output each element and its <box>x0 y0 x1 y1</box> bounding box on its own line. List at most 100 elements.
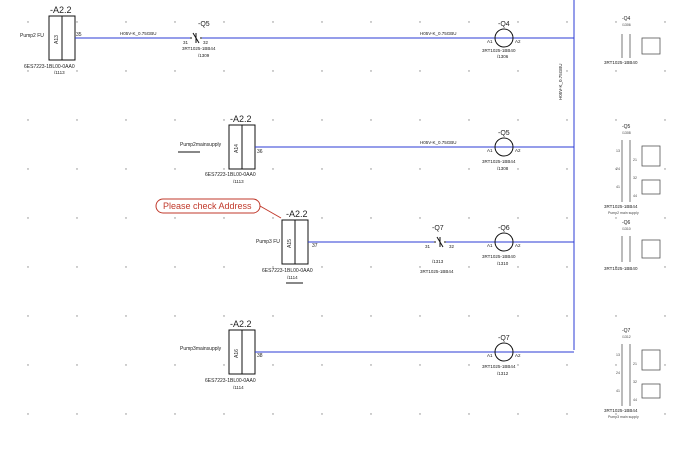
svg-text:32: 32 <box>449 244 455 249</box>
svg-text:31: 31 <box>183 40 189 45</box>
svg-text:3RT1025-1BB44: 3RT1025-1BB44 <box>482 159 516 164</box>
svg-text:A1: A1 <box>487 353 493 358</box>
contact-number: 32 <box>633 380 637 384</box>
contact-q5[interactable]: -Q5 31 32 3RT1025-1BB44 /1309 <box>182 21 216 58</box>
svg-text:Pump3 FU: Pump3 FU <box>256 239 280 245</box>
svg-text:/1310: /1310 <box>497 261 509 266</box>
svg-text:-Q5: -Q5 <box>622 124 631 130</box>
module-part: 6ES7223-1BL00-0AA0 <box>24 64 75 70</box>
svg-text:3RT1025-1BB40: 3RT1025-1BB40 <box>482 48 516 53</box>
contact-number: 24 <box>616 167 620 171</box>
svg-text:-A2.2: -A2.2 <box>230 319 252 329</box>
svg-text:6ES7223-1BL00-0AA0: 6ES7223-1BL00-0AA0 <box>205 172 256 178</box>
contact-ref: /1309 <box>198 53 210 58</box>
svg-text:A2: A2 <box>515 353 521 358</box>
svg-text:A1: A1 <box>487 243 493 248</box>
svg-text:-Q7: -Q7 <box>622 328 631 334</box>
contact-number: 13 <box>616 149 620 153</box>
svg-text:Pump3mainsupply: Pump3mainsupply <box>180 346 222 352</box>
svg-text:H05V-K_0.75GBU: H05V-K_0.75GBU <box>420 140 457 145</box>
svg-text:A16: A16 <box>234 349 240 358</box>
svg-text:A2: A2 <box>515 39 521 44</box>
svg-text:3RT1025-1BB40: 3RT1025-1BB40 <box>482 254 516 259</box>
svg-text:3RT1025-1BB40: 3RT1025-1BB40 <box>604 60 638 65</box>
svg-text:37: 37 <box>312 243 318 249</box>
svg-text:-A2.2: -A2.2 <box>230 114 252 124</box>
contact-number: 41 <box>616 185 620 189</box>
svg-text:H05V-K_0.75GBU: H05V-K_0.75GBU <box>558 63 563 100</box>
grid-dots <box>27 21 666 415</box>
coil-q7[interactable]: -Q7 A1 A2 3RT1025-1BB44 /1312 <box>482 335 521 376</box>
svg-text:3RT1025-1BB44: 3RT1025-1BB44 <box>604 408 638 413</box>
ref-q7[interactable]: -Q7 /1312 3RT1025-1BB44 Pump3 main suppl… <box>604 328 661 419</box>
svg-text:/1113: /1113 <box>233 179 244 184</box>
ref-q6[interactable]: -Q6 /1310 3RT1025-1BB40 <box>604 220 661 271</box>
svg-text:3RT1025-1BB40: 3RT1025-1BB40 <box>604 266 638 271</box>
svg-text:-A2.2: -A2.2 <box>286 209 308 219</box>
svg-text:/1312: /1312 <box>622 335 631 339</box>
svg-text:A2: A2 <box>515 243 521 248</box>
contact-number: 32 <box>633 176 637 180</box>
warning-text: Please check Address <box>163 201 252 211</box>
svg-text:31: 31 <box>425 244 431 249</box>
module-terminal: 35 <box>76 32 82 38</box>
svg-text:H05V-K_0.75GBU: H05V-K_0.75GBU <box>420 31 457 36</box>
coil-q4[interactable]: -Q4 A1 A2 3RT1025-1BB40 /1306 <box>482 21 521 59</box>
contact-tag: -Q5 <box>198 21 210 28</box>
svg-text:3RT1025-1BB44: 3RT1025-1BB44 <box>482 364 516 369</box>
svg-text:3RT1025-1BB44: 3RT1025-1BB44 <box>604 204 638 209</box>
module-ref: /1113 <box>54 70 65 75</box>
svg-text:38: 38 <box>257 353 263 359</box>
wire-label: H05V-K_0.75GBU <box>120 31 157 36</box>
svg-text:36: 36 <box>257 149 263 155</box>
module-name: Pump2 FU <box>20 33 44 39</box>
svg-text:/1114: /1114 <box>287 275 298 280</box>
svg-text:A14: A14 <box>234 144 240 153</box>
svg-text:/1306: /1306 <box>622 23 631 27</box>
svg-text:-Q4: -Q4 <box>498 21 510 28</box>
svg-text:/1310: /1310 <box>622 227 631 231</box>
coil-q6[interactable]: -Q6 A1 A2 3RT1025-1BB40 /1310 <box>482 225 521 266</box>
svg-text:A1: A1 <box>487 39 493 44</box>
contact-number: 21 <box>633 362 637 366</box>
svg-text:Pump2 main supply: Pump2 main supply <box>608 211 639 215</box>
svg-text:/1312: /1312 <box>497 371 509 376</box>
svg-text:3RT1025-1BB44: 3RT1025-1BB44 <box>420 269 454 274</box>
svg-text:A2: A2 <box>515 148 521 153</box>
module-a13[interactable]: -A2.2 A13 35 Pump2 FU 6ES7223-1BL00-0AA0… <box>20 5 82 75</box>
contact-part: 3RT1025-1BB44 <box>182 46 216 51</box>
ref-q4[interactable]: -Q4 /1306 3RT1025-1BB40 <box>604 16 661 65</box>
svg-text:A15: A15 <box>287 239 293 248</box>
module-a14[interactable]: -A2.2 A14 36 Pump2mainsupply 6ES7223-1BL… <box>178 114 263 184</box>
contact-number: 44 <box>633 398 637 402</box>
warning-callout: Please check Address <box>155 198 282 219</box>
contact-number: 21 <box>633 158 637 162</box>
module-a15[interactable]: -A2.2 A15 37 Pump3 FU 6ES7223-1BL00-0AA0… <box>256 209 318 284</box>
contact-number: 13 <box>616 353 620 357</box>
module-tag: -A2.2 <box>50 5 72 15</box>
svg-text:-Q5: -Q5 <box>498 130 510 137</box>
svg-text:Pump3 main supply: Pump3 main supply <box>608 415 639 419</box>
svg-text:/1308: /1308 <box>622 131 631 135</box>
coil-q5[interactable]: -Q5 A1 A2 3RT1025-1BB44 /1308 <box>482 130 521 171</box>
module-pin: A13 <box>54 35 60 44</box>
svg-text:A1: A1 <box>487 148 493 153</box>
svg-text:/1306: /1306 <box>497 54 509 59</box>
ref-q5[interactable]: -Q5 /1308 3RT1025-1BB44 Pump2 main suppl… <box>604 124 661 215</box>
svg-text:-Q6: -Q6 <box>622 220 631 226</box>
svg-text:6ES7223-1BL00-0AA0: 6ES7223-1BL00-0AA0 <box>205 378 256 384</box>
svg-text:/1308: /1308 <box>497 166 509 171</box>
svg-text:-Q6: -Q6 <box>498 225 510 232</box>
contact-number: 41 <box>616 389 620 393</box>
svg-text:-Q7: -Q7 <box>498 335 510 342</box>
svg-text:Pump2mainsupply: Pump2mainsupply <box>180 142 222 148</box>
module-a16[interactable]: -A2.2 A16 38 Pump3mainsupply 6ES7223-1BL… <box>180 319 263 390</box>
svg-text:-Q7: -Q7 <box>432 225 444 232</box>
svg-text:6ES7223-1BL00-0AA0: 6ES7223-1BL00-0AA0 <box>262 268 313 274</box>
svg-text:-Q4: -Q4 <box>622 16 631 22</box>
contact-q7[interactable]: -Q7 31 32 /1313 3RT1025-1BB44 <box>420 225 455 274</box>
svg-text:/1114: /1114 <box>233 385 244 390</box>
svg-text:/1313: /1313 <box>432 259 444 264</box>
